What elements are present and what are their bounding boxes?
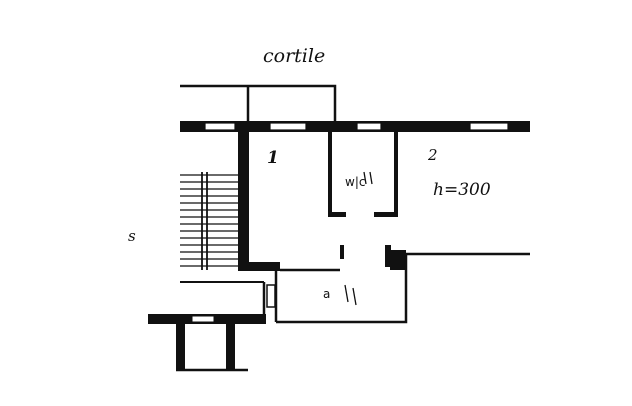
room-2-label: 2 — [427, 146, 438, 164]
bath-label: w|c — [345, 175, 365, 189]
courtyard-boundary — [180, 84, 337, 123]
exterior-wall-top — [180, 121, 530, 132]
room-1-label: 1 — [267, 148, 279, 168]
entry-walls — [262, 252, 530, 324]
stair-label: s — [128, 227, 136, 245]
height-note: h=300 — [433, 180, 491, 200]
entry-door-frame — [266, 284, 276, 308]
lower-wall — [148, 314, 266, 372]
stair-treads — [180, 172, 238, 270]
courtyard-label: cortile — [263, 45, 325, 67]
entry-label: a — [323, 287, 330, 301]
interior-walls — [238, 123, 406, 271]
door-swing-marks — [344, 171, 373, 306]
